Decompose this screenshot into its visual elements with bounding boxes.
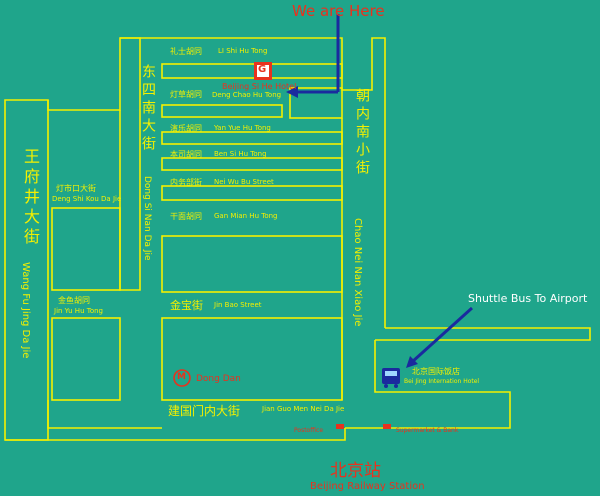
dengshikou-en: Deng Shi Kou Da Jie	[52, 195, 122, 203]
block-dengcao	[161, 104, 283, 118]
jianguomen-cn: 建国门内大街	[168, 404, 241, 418]
ganmian-cn: 干面胡同	[170, 212, 202, 221]
road-right-lower	[345, 340, 511, 429]
road-central-frame	[120, 37, 386, 328]
road-west-block-outline	[47, 37, 141, 111]
metro-letter: M	[177, 372, 186, 382]
intl-hotel-cn: 北京国际饭店	[412, 367, 460, 376]
lishi-cn: 礼士胡同	[170, 47, 202, 56]
metro-icon	[173, 369, 191, 387]
jinyu-cn: 金鱼胡同	[58, 296, 90, 305]
yanyue-cn: 演乐胡同	[170, 124, 202, 133]
block-ganmian	[161, 235, 343, 293]
station-en: Beijing Railway Station	[310, 481, 425, 492]
road-dongsi-east	[119, 100, 141, 291]
neiwu-en: Nei Wu Bu Street	[214, 178, 274, 186]
road-bottom-inner	[47, 400, 162, 429]
block-west-1	[51, 207, 121, 291]
bus-icon	[382, 368, 400, 388]
block-small-hotel	[289, 87, 343, 119]
postoffice-label: Postoffice	[294, 427, 324, 434]
wangfujing-cn: 王府井大街	[21, 148, 40, 248]
red-marker-icon	[336, 424, 344, 429]
dengshikou-cn: 灯市口大街	[56, 184, 96, 193]
block-jinbao-south	[161, 317, 343, 401]
jianguomen-en: Jian Guo Men Nei Da Jie	[262, 405, 345, 413]
bensi-en: Ben Si Hu Tong	[214, 150, 267, 158]
chaonei-en: Chao Nei Nan Xiao Jie	[352, 218, 363, 327]
chaonei-cn: 朝内南小街	[354, 88, 370, 178]
station-cn: 北京站	[330, 461, 381, 481]
jinbao-en: Jin Bao Street	[214, 301, 262, 309]
we-are-here-label: We are Here	[292, 2, 385, 20]
dongsi-en: Dong Si Nan Da Jie	[142, 176, 152, 261]
dengcao-cn: 灯草胡同	[170, 90, 202, 99]
neiwu-cn: 内务部街	[170, 178, 202, 187]
ganmian-en: Gan Mian Hu Tong	[214, 212, 278, 220]
yanyue-en: Yan Yue Hu Tong	[214, 124, 271, 132]
supermarket-label: Supermarket & Bank	[396, 427, 459, 434]
arrow-icon	[406, 306, 474, 368]
red-marker-icon	[383, 424, 391, 429]
hotel-logo-icon	[254, 62, 272, 80]
road-right-hotel	[375, 327, 591, 341]
jinyu-en: Jin Yu Hu Tong	[54, 307, 103, 315]
intl-hotel-en: Bei Jing Internation Hotel	[404, 378, 480, 385]
dongsi-cn: 东四南大街	[140, 64, 156, 154]
road-bottom-frame	[5, 428, 346, 441]
hotel-logo-letter: G	[258, 64, 267, 75]
lishi-en: LI Shi Hu Tong	[218, 47, 268, 55]
block-lishi	[161, 63, 343, 79]
block-west-2	[51, 317, 121, 401]
wangfujing-en: Wang Fu Jing Da Jie	[20, 262, 31, 359]
bensi-cn: 本司胡同	[170, 150, 202, 159]
jinbao-cn: 金宝街	[170, 299, 203, 312]
arrow-icon	[286, 14, 340, 98]
shuttle-bus-label: Shuttle Bus To Airport	[468, 292, 588, 305]
hotel-name: Beijing Si He Hotel	[222, 82, 297, 91]
dengcao-en: Deng Chao Hu Tong	[212, 91, 282, 99]
block-neiwu	[161, 185, 343, 201]
dongdan-label: Dong Dan	[196, 374, 241, 384]
